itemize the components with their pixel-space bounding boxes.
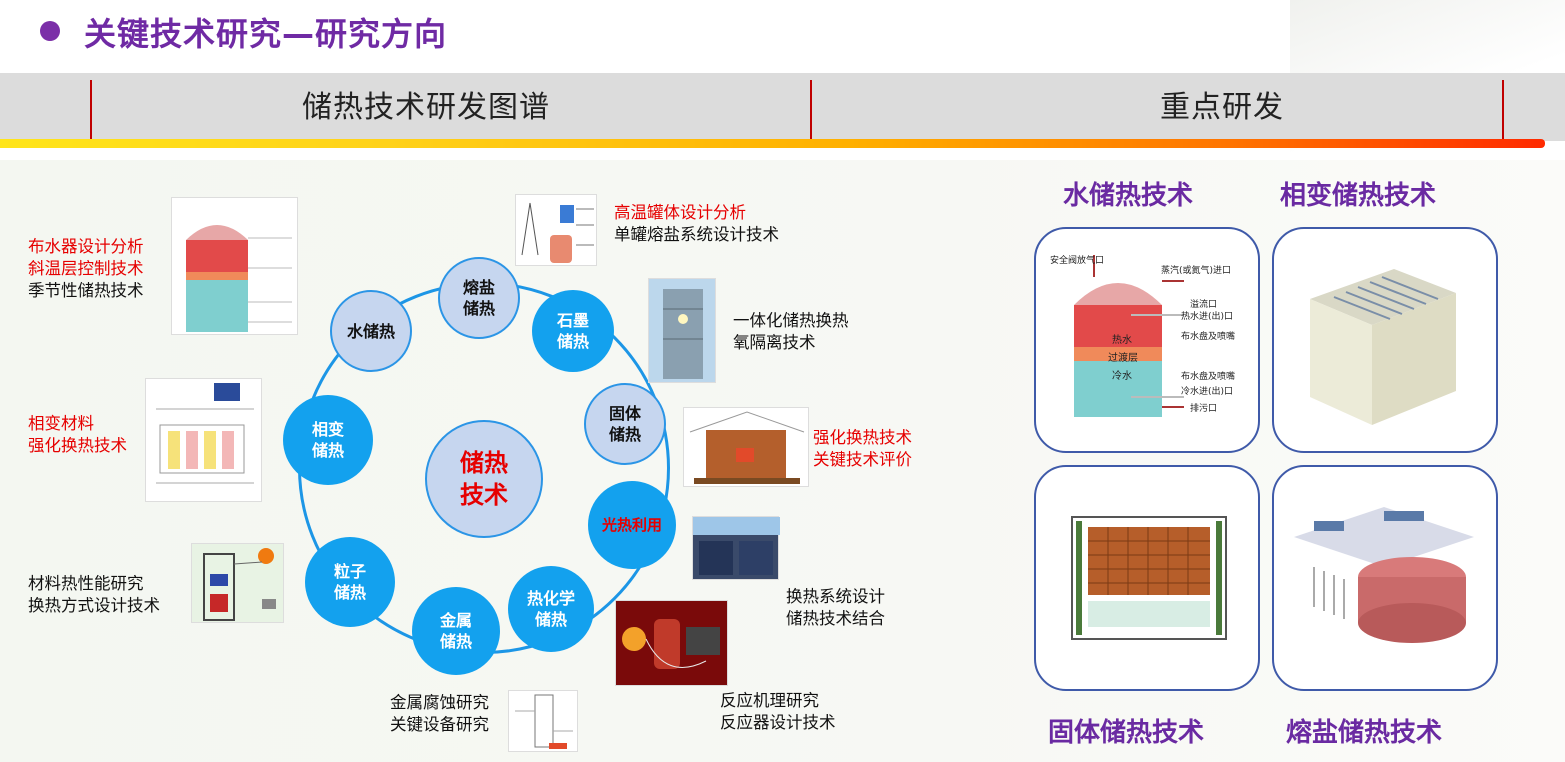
tank-label-drain: 排污口 <box>1190 401 1217 414</box>
annotation-line: 季节性储热技术 <box>28 280 144 302</box>
annotation-particle: 材料热性能研究 换热方式设计技术 <box>28 573 160 617</box>
annotation-line: 反应机理研究 <box>720 690 836 712</box>
card-salt-storage <box>1272 465 1498 691</box>
node-thermochem: 热化学 储热 <box>508 566 594 652</box>
annotation-thermochem: 反应机理研究 反应器设计技术 <box>720 690 836 734</box>
node-solar: 光热利用 <box>588 481 676 569</box>
annotation-line: 高温罐体设计分析 <box>614 202 779 224</box>
tank-label-cold: 冷水 <box>1112 367 1132 382</box>
node-metal: 金属 储热 <box>412 587 500 675</box>
annotation-line: 相变材料 <box>28 413 127 435</box>
center-node: 储热 技术 <box>425 420 543 538</box>
tank-label-trans: 过渡层 <box>1108 349 1138 364</box>
node-water: 水储热 <box>330 290 412 372</box>
annotation-phase: 相变材料 强化换热技术 <box>28 413 127 457</box>
annotation-water: 布水器设计分析 斜温层控制技术 季节性储热技术 <box>28 236 144 302</box>
card-caption-salt: 熔盐储热技术 <box>1286 712 1442 749</box>
header-divider <box>90 80 92 140</box>
graphite-tower-image <box>648 278 716 383</box>
annotation-line: 金属腐蚀研究 <box>390 692 489 714</box>
header-divider <box>810 80 812 140</box>
annotation-line: 强化换热技术 <box>28 435 127 457</box>
tank-label-dist-top: 布水盘及喷嘴 <box>1181 329 1235 342</box>
thermochem-reactor-image <box>615 600 728 686</box>
salt-tank-image <box>515 194 597 266</box>
annotation-line: 强化换热技术 <box>813 427 912 449</box>
node-graphite: 石墨 储热 <box>532 290 614 372</box>
solar-field-image <box>692 516 779 580</box>
tank-label-cold-in: 冷水进(出)口 <box>1181 384 1233 397</box>
annotation-solid: 强化换热技术 关键技术评价 <box>813 427 912 471</box>
title-bullet <box>40 21 60 41</box>
annotation-line: 布水器设计分析 <box>28 236 144 258</box>
annotation-line: 单罐熔盐系统设计技术 <box>614 224 779 246</box>
header-left-label: 储热技术研发图谱 <box>302 82 550 126</box>
annotation-line: 材料热性能研究 <box>28 573 160 595</box>
annotation-line: 氧隔离技术 <box>733 332 849 354</box>
annotation-line: 一体化储热换热 <box>733 310 849 332</box>
annotation-line: 关键设备研究 <box>390 714 489 736</box>
header-right-label: 重点研发 <box>1160 82 1284 126</box>
card-caption-solid: 固体储热技术 <box>1048 712 1204 749</box>
page-title: 关键技术研究—研究方向 <box>84 9 447 55</box>
card-water-storage: 安全阀放气口 蒸汽(或氮气)进口 溢流口 热水进(出)口 布水盘及喷嘴 热水 过… <box>1034 227 1260 453</box>
annotation-line: 反应器设计技术 <box>720 712 836 734</box>
tank-label-steam: 蒸汽(或氮气)进口 <box>1161 263 1231 276</box>
tank-label-hot-in: 热水进(出)口 <box>1181 309 1233 322</box>
gradient-rule <box>0 139 1545 148</box>
card-caption-phase: 相变储热技术 <box>1280 175 1436 212</box>
annotation-metal: 金属腐蚀研究 关键设备研究 <box>390 692 489 736</box>
node-particle: 粒子 储热 <box>305 537 395 627</box>
tank-label-vent: 安全阀放气口 <box>1050 253 1104 266</box>
annotation-solar: 换热系统设计 储热技术结合 <box>786 586 885 630</box>
annotation-line: 储热技术结合 <box>786 608 885 630</box>
annotation-graphite: 一体化储热换热 氧隔离技术 <box>733 310 849 354</box>
solid-storage-image <box>683 407 809 487</box>
annotation-line: 换热方式设计技术 <box>28 595 160 617</box>
particle-system-image <box>191 543 284 623</box>
header-divider <box>1502 80 1504 140</box>
metal-equipment-image <box>508 690 578 752</box>
node-phase: 相变 储热 <box>283 395 373 485</box>
annotation-line: 斜温层控制技术 <box>28 258 144 280</box>
tank-label-hot: 热水 <box>1112 331 1132 346</box>
card-phase-storage <box>1272 227 1498 453</box>
node-solid: 固体 储热 <box>584 383 666 465</box>
phase-change-diagram-image <box>145 378 262 502</box>
annotation-line: 换热系统设计 <box>786 586 885 608</box>
annotation-line: 关键技术评价 <box>813 449 912 471</box>
node-salt: 熔盐 储热 <box>438 257 520 339</box>
card-caption-water: 水储热技术 <box>1063 175 1193 212</box>
tank-label-dist-bottom: 布水盘及喷嘴 <box>1181 369 1235 382</box>
header-band <box>0 73 1565 141</box>
card-solid-storage <box>1034 465 1260 691</box>
small-tank-image <box>171 197 298 335</box>
annotation-salt: 高温罐体设计分析 单罐熔盐系统设计技术 <box>614 202 779 246</box>
